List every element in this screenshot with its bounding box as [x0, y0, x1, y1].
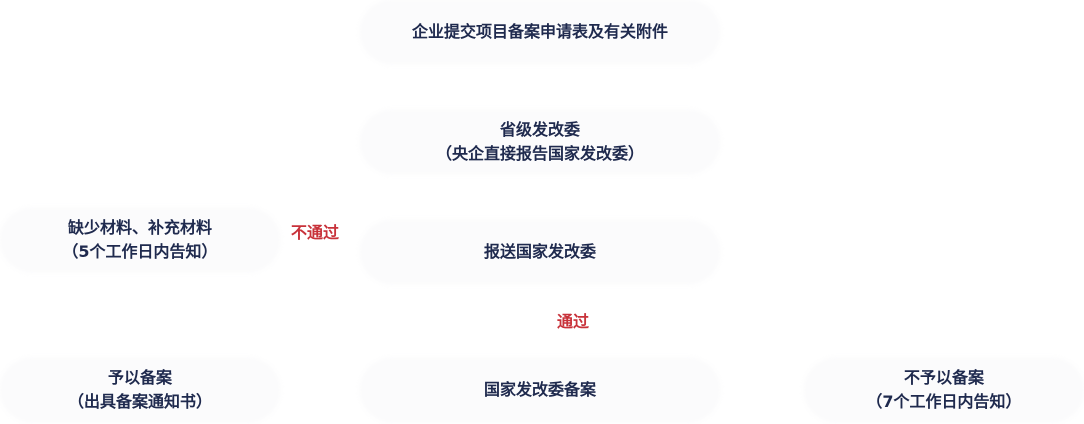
node-text: 省级发改委 [499, 120, 580, 139]
node-text: 国家发改委备案 [483, 380, 596, 399]
node-national-ndrc-filing: 国家发改委备案 [362, 360, 718, 420]
node-submit-application: 企业提交项目备案申请表及有关附件 [362, 2, 718, 62]
node-approve-filing: 予以备案 （出具备案通知书） [2, 360, 278, 420]
node-text: 不予以备案 [903, 368, 984, 387]
node-subtext: （央企直接报告国家发改委） [435, 144, 644, 163]
node-subtext: （出具备案通知书） [67, 392, 212, 411]
node-subtext: （5个工作日内告知） [62, 242, 218, 261]
node-text: 予以备案 [107, 368, 172, 387]
node-text: 企业提交项目备案申请表及有关附件 [411, 22, 668, 41]
node-report-national-ndrc: 报送国家发改委 [362, 222, 718, 282]
node-reject-filing: 不予以备案 （7个工作日内告知） [806, 360, 1082, 420]
node-subtext: （7个工作日内告知） [866, 392, 1022, 411]
edge-label-pass: 通过 [557, 312, 590, 331]
edge-label-fail: 不通过 [291, 223, 340, 242]
node-text: 缺少材料、补充材料 [67, 218, 212, 237]
node-supplement-materials: 缺少材料、补充材料 （5个工作日内告知） [2, 210, 278, 270]
node-provincial-ndrc: 省级发改委 （央企直接报告国家发改委） [362, 112, 718, 172]
node-text: 报送国家发改委 [483, 242, 596, 261]
